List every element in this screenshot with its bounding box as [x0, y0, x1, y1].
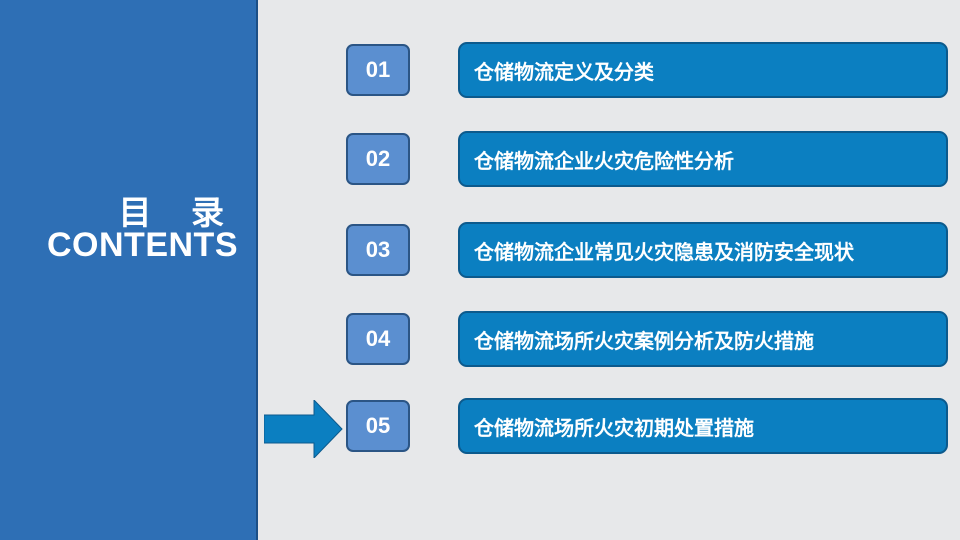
number-badge: 05 — [346, 400, 410, 452]
number-badge: 02 — [346, 133, 410, 185]
sidebar-panel: 目 录 CONTENTS — [0, 0, 258, 540]
toc-item-05[interactable]: 仓储物流场所火灾初期处置措施 — [458, 398, 948, 454]
number-badge: 04 — [346, 313, 410, 365]
title-chinese: 目 录 — [118, 193, 238, 232]
toc-row-05: 05 仓储物流场所火灾初期处置措施 — [0, 396, 960, 456]
toc-row-01: 01 仓储物流定义及分类 — [0, 40, 960, 100]
toc-item-04[interactable]: 仓储物流场所火灾案例分析及防火措施 — [458, 311, 948, 367]
number-badge: 01 — [346, 44, 410, 96]
number-badge: 03 — [346, 224, 410, 276]
current-item-arrow-icon — [264, 400, 343, 458]
title-english: CONTENTS — [47, 226, 238, 264]
toc-item-03[interactable]: 仓储物流企业常见火灾隐患及消防安全现状 — [458, 222, 948, 278]
toc-row-03: 03 仓储物流企业常见火灾隐患及消防安全现状 — [0, 220, 960, 280]
toc-item-02[interactable]: 仓储物流企业火灾危险性分析 — [458, 131, 948, 187]
toc-row-04: 04 仓储物流场所火灾案例分析及防火措施 — [0, 309, 960, 369]
toc-row-02: 02 仓储物流企业火灾危险性分析 — [0, 129, 960, 189]
toc-item-01[interactable]: 仓储物流定义及分类 — [458, 42, 948, 98]
